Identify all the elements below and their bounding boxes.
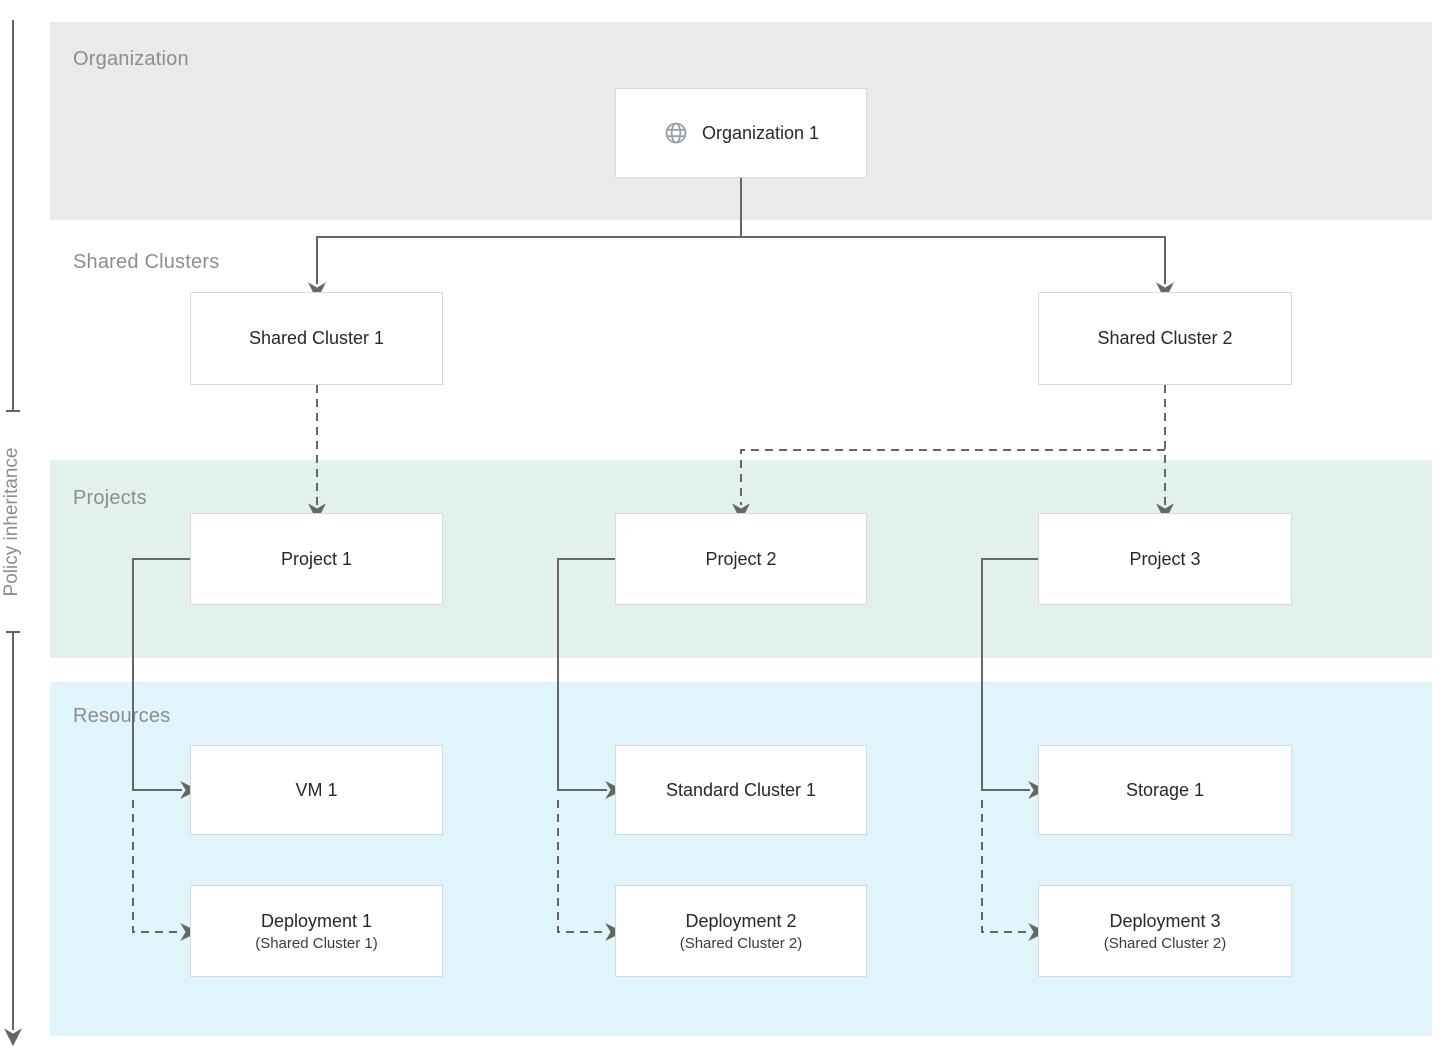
node-sublabel: (Shared Cluster 2): [1103, 934, 1227, 952]
node-label: Shared Cluster 1: [248, 328, 385, 348]
policy-inheritance-axis-label: Policy inheritance: [1, 447, 22, 597]
node-shared-cluster-1: Shared Cluster 1: [190, 292, 443, 385]
edge-p1-to-d1: [132, 800, 199, 941]
node-deployment-2: Deployment 2 (Shared Cluster 2): [615, 885, 867, 977]
node-project-2: Project 2: [615, 513, 867, 605]
node-sublabel: (Shared Cluster 2): [679, 934, 803, 952]
node-label: Deployment 1: [260, 910, 373, 931]
node-deployment-3: Deployment 3 (Shared Cluster 2): [1038, 885, 1292, 977]
node-deployment-1: Deployment 1 (Shared Cluster 1): [190, 885, 443, 977]
edge-sc2-to-p2: [732, 449, 1165, 522]
projects-section-label: Projects: [73, 487, 147, 509]
node-shared-cluster-2: Shared Cluster 2: [1038, 292, 1292, 385]
organization-section-label: Organization: [73, 48, 189, 70]
node-label: Storage 1: [1125, 779, 1205, 800]
node-label: Project 3: [1129, 548, 1201, 569]
node-project-1: Project 1: [190, 513, 443, 605]
edge-p3-to-storage1: [981, 558, 1047, 799]
node-label: Project 1: [280, 548, 353, 569]
node-project-3: Project 3: [1038, 513, 1292, 605]
resources-band: [50, 682, 1432, 1036]
node-label: Standard Cluster 1: [665, 779, 817, 800]
node-label: Project 2: [705, 548, 777, 569]
shared-clusters-section-label: Shared Clusters: [73, 251, 220, 273]
node-label: Shared Cluster 2: [1097, 328, 1233, 348]
node-vm-1: VM 1: [190, 745, 443, 835]
node-label: Organization 1: [701, 122, 820, 143]
node-organization-1: Organization 1: [615, 88, 867, 178]
node-label: Deployment 3: [1109, 910, 1221, 931]
edge-p2-to-stdc1: [557, 558, 624, 799]
node-label: Deployment 2: [685, 910, 797, 931]
node-storage-1: Storage 1: [1038, 745, 1292, 835]
node-sublabel: (Shared Cluster 1): [255, 934, 378, 952]
globe-icon: [663, 120, 689, 146]
resources-section-label: Resources: [73, 705, 171, 727]
node-standard-cluster-1: Standard Cluster 1: [615, 745, 867, 835]
node-label: VM 1: [295, 779, 338, 800]
edge-p1-to-vm1: [132, 558, 199, 799]
edge-p3-to-d3: [981, 800, 1047, 941]
edge-p2-to-d2: [557, 800, 624, 941]
policy-inheritance-axis: [4, 20, 22, 1047]
